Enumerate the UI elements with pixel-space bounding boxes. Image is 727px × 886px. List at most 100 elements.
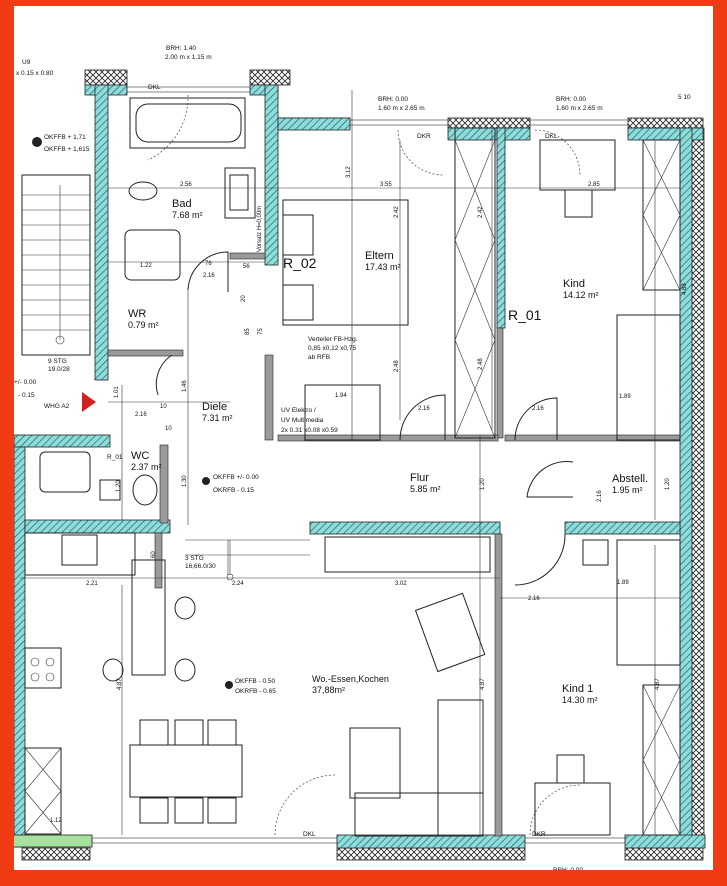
dimension-label: 20 [241, 295, 247, 302]
annotation: BRH: 0.00 [378, 96, 408, 103]
room-area-flur: 5.85 m² [410, 484, 441, 494]
annotation: BRH: 1.40 [166, 45, 196, 52]
annotation: Verteiler FB-Hzg. [308, 336, 358, 343]
annotation: DKL [303, 831, 316, 838]
level-marker-icon [32, 137, 233, 689]
annotation: R_01 [107, 454, 123, 461]
walls [9, 84, 706, 849]
doors [155, 251, 574, 586]
annotation: Vorsatz H=0,00m [257, 206, 263, 252]
annotation: BRH: 0.00 [556, 96, 586, 103]
room-name-abstell: Abstell. [612, 473, 648, 485]
dimension-label: 1.20 [116, 480, 122, 492]
dimension-label: 4.87 [117, 678, 123, 690]
dimension-label: 2.16 [135, 412, 147, 418]
room-name-wr: WR [128, 308, 146, 320]
room-name-kind: Kind [563, 278, 585, 290]
room-name-flur: Flur [410, 472, 429, 484]
room-area-wohnen: 37,88m² [312, 685, 345, 695]
dimension-label: 75 [258, 328, 264, 335]
dimension-label: 2.16 [597, 490, 603, 502]
annotation: 19.0/28 [48, 366, 70, 373]
annotation: 16,66.0/30 [185, 563, 216, 570]
dimension-label: 2.21 [86, 581, 98, 587]
dimension-label: 1.20 [665, 478, 671, 490]
annotation: 2.00 m x 1.15 m [165, 54, 212, 61]
dimension-label: 10 [160, 404, 167, 410]
dimension-label: 3.55 [380, 182, 392, 188]
room-name-wohnen: Wo.-Essen,Kochen [312, 674, 389, 684]
annotations: BRH: 1.40 2.00 m x 1.15 m U9 x 0.15 x 0.… [14, 45, 691, 874]
dimension-label: 2.42 [394, 206, 400, 218]
insulation [21, 69, 705, 861]
annotation: R_01 [508, 307, 542, 323]
room-area-kind: 14.12 m² [563, 290, 599, 300]
dimension-label: 56 [243, 264, 250, 270]
room-name-eltern: Eltern [365, 250, 394, 262]
dimension-label: 1.20 [480, 478, 486, 490]
annotation: DKL [545, 133, 558, 140]
dimension-label: 4.87 [655, 678, 661, 690]
dimension-label: 4.87 [480, 678, 486, 690]
annotation: OKRFB - 0.15 [213, 487, 254, 494]
dimension-label: 2.48 [478, 358, 484, 370]
dimension-label: 1.89 [617, 580, 629, 586]
annotation: +/- 0.00 [14, 379, 37, 386]
dimension-label: 1.30 [182, 475, 188, 487]
dimension-labels: 2.56 3.55 2.85 3.12 2.42 2.42 2.48 2.48 … [50, 166, 688, 824]
annotation: OKFFB + 1,71 [44, 134, 86, 141]
annotation: OKRFB - 0.65 [235, 688, 276, 695]
dimension-label: 2.48 [394, 360, 400, 372]
dimension-label: 60 [151, 551, 157, 558]
annotation: DKL [148, 84, 161, 91]
dimension-label: 4.88 [682, 283, 688, 295]
annotation: ab RFB [308, 354, 330, 361]
annotation: 1.60 m x 2.65 m [556, 105, 603, 112]
room-area-abstell: 1.95 m² [612, 485, 643, 495]
annotation: x 0.15 x 0.80 [16, 70, 54, 77]
annotation: U9 [22, 59, 31, 66]
room-area-eltern: 17.43 m² [365, 262, 401, 272]
annotation: 3 STG [185, 555, 204, 562]
annotation: 9 STG [48, 358, 67, 365]
dimension-label: 2.24 [232, 581, 244, 587]
room-name-wc: WC [131, 450, 149, 462]
room-area-bad: 7.68 m² [172, 210, 203, 220]
dimension-label: 1.12 [50, 818, 62, 824]
annotation: R_02 [283, 255, 317, 271]
dimension-label: 10 [165, 426, 172, 432]
dimension-label: 2.85 [588, 182, 600, 188]
room-name-diele: Diele [202, 401, 227, 413]
furniture [21, 97, 681, 837]
entrance-arrow-icon [82, 392, 96, 412]
annotation: UV Elektro / [281, 407, 316, 414]
dimension-label: 2.16 [203, 273, 215, 279]
annotation: 1.60 m x 2.65 m [378, 105, 425, 112]
annotation: BRH: 0.00 [553, 867, 583, 874]
dimension-label: 1.46 [182, 380, 188, 392]
dimension-label: 1.01 [114, 386, 120, 398]
room-area-diele: 7.31 m² [202, 413, 233, 423]
dimension-label: 1.94 [335, 393, 347, 399]
annotation: OKFFB +/- 0.00 [213, 474, 259, 481]
dimension-lines [20, 90, 680, 835]
dimension-label: 2.42 [478, 206, 484, 218]
dimension-label: 1.22 [140, 263, 152, 269]
dimension-label: 76 [205, 261, 212, 267]
dimension-label: 2.56 [180, 182, 192, 188]
dimension-label: 85 [245, 328, 251, 335]
room-area-wr: 0.79 m² [128, 320, 159, 330]
annotation: 0,85 x0,12 x0,75 [308, 345, 356, 352]
dimension-label: 2.16 [532, 406, 544, 412]
annotation: WHG A2 [44, 403, 70, 410]
annotation: UV Multimedia [281, 417, 324, 424]
annotation: OKFFB - 0.50 [235, 678, 275, 685]
dimension-label: 2.16 [418, 406, 430, 412]
annotation: DKR [532, 831, 546, 838]
annotation: DKR [417, 133, 431, 140]
room-area-kind1: 14.30 m² [562, 695, 598, 705]
room-name-bad: Bad [172, 198, 192, 210]
annotation: - 0.15 [18, 392, 35, 399]
annotation: 2x 0.31 x0.08 x0.59 [281, 427, 338, 434]
